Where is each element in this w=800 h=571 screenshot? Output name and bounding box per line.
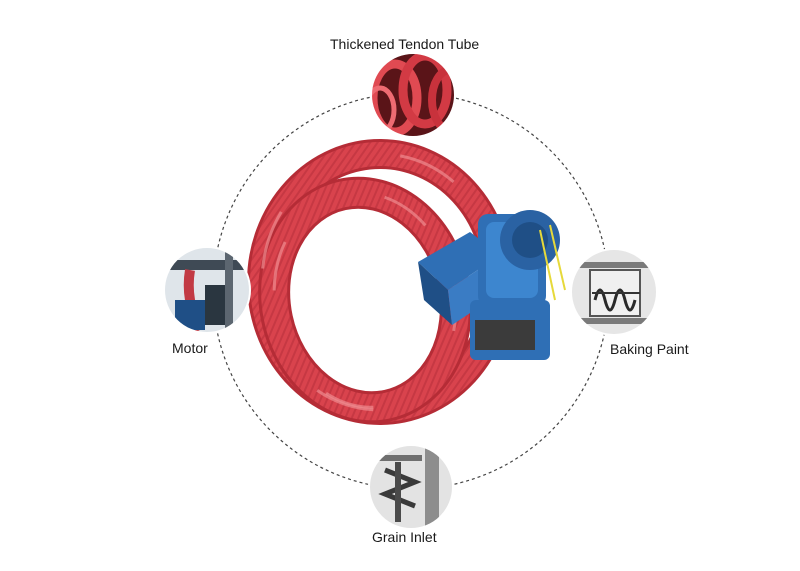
callout-motor-photo	[163, 246, 251, 334]
callout-label-grain-inlet: Grain Inlet	[372, 529, 437, 545]
callout-grain-inlet-photo	[368, 444, 454, 530]
callout-label-baking-paint: Baking Paint	[610, 341, 689, 357]
callout-tube-photo	[370, 52, 456, 138]
hose-conveyor-illustration	[247, 139, 566, 425]
callout-label-tube: Thickened Tendon Tube	[330, 36, 480, 52]
callout-baking-paint-photo	[570, 248, 658, 336]
callout-label-motor: Motor	[172, 340, 208, 356]
